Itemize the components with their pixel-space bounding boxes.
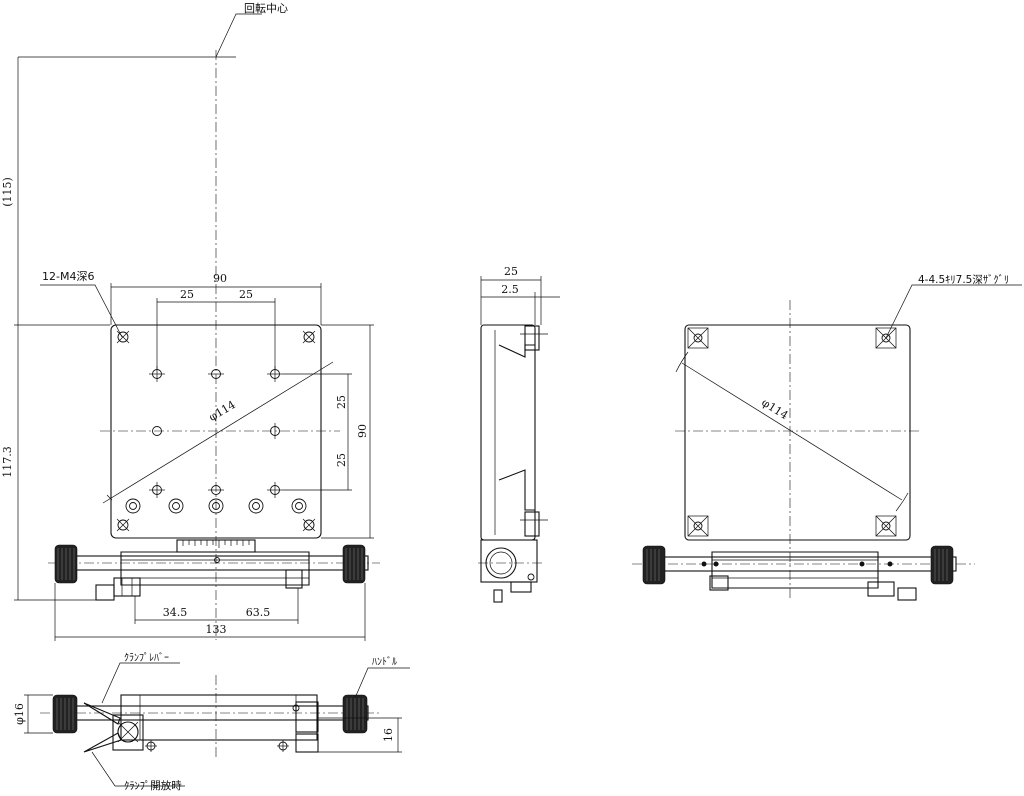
dim-133: 133 bbox=[206, 623, 227, 636]
side-top-plate-detail-b bbox=[498, 469, 535, 511]
side-view: 25 2.5 bbox=[478, 265, 560, 603]
left-knob bbox=[54, 544, 78, 584]
dim-90-side: 90 bbox=[356, 424, 369, 438]
clamp-lever-leader bbox=[101, 662, 180, 704]
dim-34-5: 34.5 bbox=[163, 606, 188, 619]
front-base-body bbox=[120, 551, 310, 586]
tapped-holes-leader bbox=[40, 284, 123, 338]
side-clamp-top bbox=[524, 325, 540, 351]
side-top-plate-detail-a bbox=[498, 344, 535, 358]
dim-117-3: 117.3 bbox=[1, 446, 14, 478]
phi-114-bottom: φ114 bbox=[759, 396, 790, 422]
clamp-circle bbox=[117, 721, 139, 743]
phi-114-front-line bbox=[102, 361, 334, 504]
dim-115: (115) bbox=[1, 177, 14, 207]
handle-label: ﾊﾝﾄﾞﾙ bbox=[372, 656, 397, 668]
dim-25-a: 25 bbox=[180, 288, 194, 301]
clamp-open-leader bbox=[91, 751, 185, 787]
front-base-mark bbox=[214, 557, 220, 563]
clamp-open-label: ｸﾗﾝﾌﾟ開放時 bbox=[124, 779, 182, 792]
side-clamp-bottom bbox=[524, 511, 540, 537]
corner-hole bbox=[303, 331, 315, 343]
counterbore-label: 4-4.5ｷﾘ7.5深ｻﾞｸﾞﾘ bbox=[918, 274, 1009, 286]
side-top-plate bbox=[480, 324, 536, 541]
counterbore-leader bbox=[885, 284, 1022, 339]
dim-2-5: 2.5 bbox=[501, 283, 519, 296]
bottom-left-knob bbox=[642, 545, 666, 585]
dim-25-d: 25 bbox=[335, 453, 348, 467]
clamp-block bbox=[95, 584, 115, 601]
phi-114-bottom-arc-a bbox=[675, 351, 689, 373]
phi-114-bottom-line bbox=[681, 362, 903, 501]
corner-hole bbox=[117, 331, 129, 343]
dim-25-c: 25 bbox=[335, 395, 348, 409]
phi-114-bottom-arc-b bbox=[895, 492, 909, 512]
clamp-lever-label: ｸﾗﾝﾌﾟﾚﾊﾞｰ bbox=[124, 652, 169, 664]
dim-90-top: 90 bbox=[213, 272, 227, 285]
tapped-hole-grid bbox=[149, 366, 283, 498]
front-view: 回転中心 (115) 117.3 90 25 25 12-M4深6 bbox=[1, 2, 380, 641]
rotation-center-leader bbox=[215, 13, 262, 58]
tapped-holes-label: 12-M4深6 bbox=[42, 270, 94, 283]
side-base bbox=[480, 539, 538, 583]
right-knob bbox=[342, 544, 366, 584]
dim-25-b: 25 bbox=[239, 288, 253, 301]
clamp-nut bbox=[113, 577, 141, 597]
clamp-lever-open bbox=[83, 732, 122, 753]
dim-63-5: 63.5 bbox=[246, 606, 271, 619]
front-top-plate bbox=[110, 324, 322, 539]
handle-leader bbox=[354, 667, 410, 699]
top-view-body bbox=[120, 694, 318, 741]
counterbore-corners bbox=[687, 327, 897, 537]
corner-hole bbox=[117, 519, 129, 531]
dim-phi16: φ16 bbox=[13, 703, 26, 725]
bottom-base-hole bbox=[713, 561, 719, 567]
corner-holes bbox=[116, 330, 316, 532]
top-left-knob bbox=[52, 694, 78, 734]
clamp-housing bbox=[112, 714, 144, 751]
corner-hole bbox=[303, 519, 315, 531]
scale-ticks bbox=[182, 540, 250, 548]
bottom-view: 4-4.5ｷﾘ7.5深ｻﾞｸﾞﾘ φ114 bbox=[632, 274, 1022, 601]
dim-25-side: 25 bbox=[504, 265, 518, 278]
bottom-right-knob bbox=[930, 545, 954, 585]
clamp-lever bbox=[83, 702, 121, 725]
dim-16: 16 bbox=[382, 728, 395, 742]
phi-114-front: φ114 bbox=[207, 398, 238, 424]
phi-114-front-arc-a bbox=[106, 494, 113, 501]
bottom-plate bbox=[684, 324, 911, 541]
top-view: φ16 16 ｸﾗﾝﾌﾟﾚﾊﾞｰ ﾊﾝﾄﾞﾙ ｸﾗﾝﾌﾟ開放時 bbox=[13, 652, 410, 792]
rotation-center-label: 回転中心 bbox=[244, 2, 288, 15]
top-right-knob bbox=[342, 694, 368, 734]
counterbore-row bbox=[125, 498, 307, 514]
